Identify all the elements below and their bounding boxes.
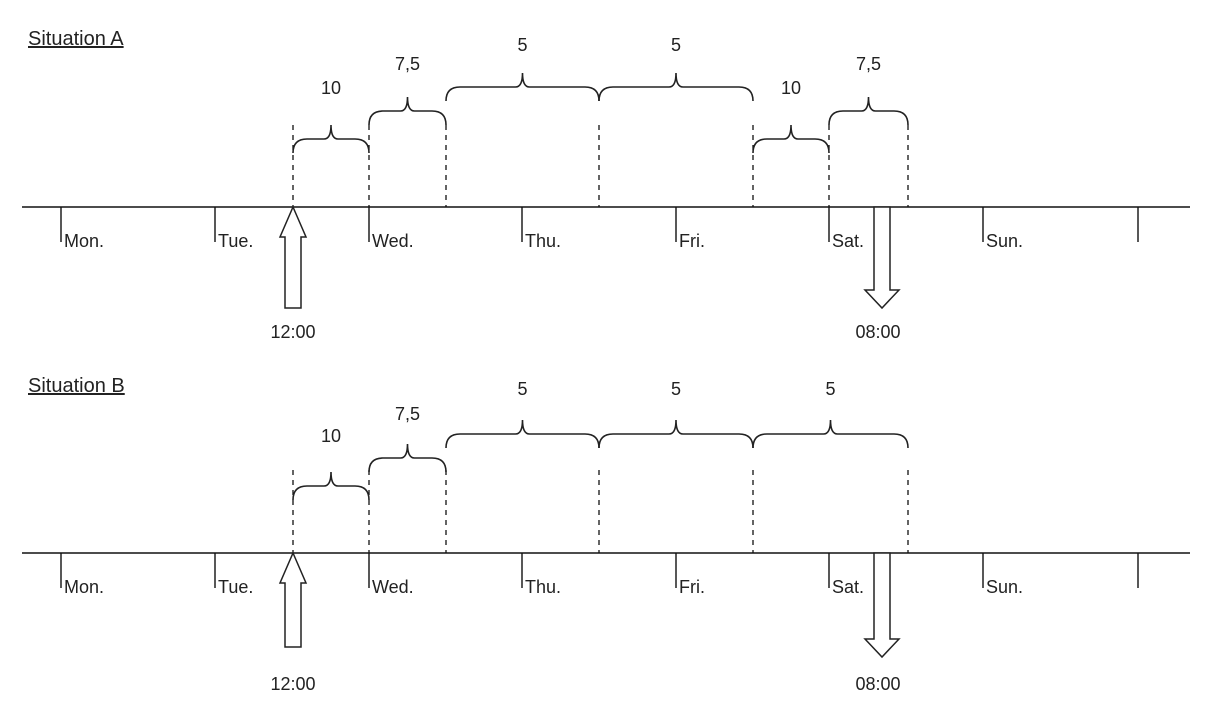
- day-label: Wed.: [372, 231, 414, 251]
- situation-b-panel: Situation B Mon. Tue. Wed. Thu. Fri. Sat. Sun. 1…: [22, 375, 1190, 694]
- duration-brace: [598, 72, 754, 102]
- duration-brace: [752, 124, 830, 154]
- day-label: Sun.: [986, 577, 1023, 597]
- day-label: Sat.: [832, 231, 864, 251]
- duration-label: 7,5: [395, 404, 420, 424]
- end-arrow-icon: [863, 206, 901, 310]
- end-arrow-icon: [863, 552, 901, 659]
- situation-a-panel: Situation A Mon. Tue. Wed. Thu. Fri. Sat. Sun. 1…: [22, 28, 1190, 342]
- duration-label: 5: [517, 35, 527, 55]
- day-label: Mon.: [64, 231, 104, 251]
- duration-label: 7,5: [395, 54, 420, 74]
- duration-brace: [445, 419, 600, 449]
- duration-label: 5: [517, 379, 527, 399]
- day-label: Tue.: [218, 577, 253, 597]
- duration-brace: [752, 419, 909, 449]
- duration-brace: [598, 419, 754, 449]
- situation-title: Situation A: [28, 28, 124, 50]
- day-label: Mon.: [64, 577, 104, 597]
- duration-brace: [445, 72, 600, 102]
- duration-brace: [368, 443, 447, 473]
- day-label: Wed.: [372, 577, 414, 597]
- duration-label: 5: [671, 35, 681, 55]
- duration-brace: [368, 96, 447, 126]
- situation-title: Situation B: [28, 375, 125, 397]
- duration-label: 10: [321, 426, 341, 446]
- duration-label: 5: [825, 379, 835, 399]
- start-time-label: 12:00: [270, 322, 315, 342]
- duration-label: 10: [781, 78, 801, 98]
- start-arrow-icon: [278, 205, 308, 309]
- start-time-label: 12:00: [270, 674, 315, 694]
- start-arrow-icon: [278, 551, 308, 648]
- day-label: Thu.: [525, 577, 561, 597]
- day-label: Sat.: [832, 577, 864, 597]
- duration-label: 7,5: [856, 54, 881, 74]
- duration-brace: [292, 124, 370, 154]
- duration-brace: [292, 471, 370, 501]
- duration-label: 10: [321, 78, 341, 98]
- duration-brace: [828, 96, 909, 126]
- day-label: Sun.: [986, 231, 1023, 251]
- end-time-label: 08:00: [855, 322, 900, 342]
- day-label: Fri.: [679, 577, 705, 597]
- day-label: Tue.: [218, 231, 253, 251]
- day-label: Fri.: [679, 231, 705, 251]
- day-label: Thu.: [525, 231, 561, 251]
- duration-label: 5: [671, 379, 681, 399]
- end-time-label: 08:00: [855, 674, 900, 694]
